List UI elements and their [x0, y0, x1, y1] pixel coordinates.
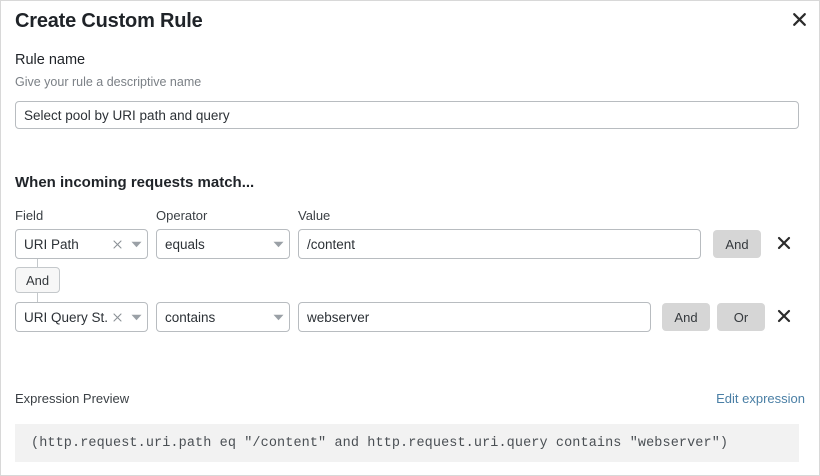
condition-row: URI Query St... contains And Or — [1, 302, 820, 332]
field-select-row-2[interactable]: URI Query St... — [15, 302, 148, 332]
value-input-row-1[interactable] — [298, 229, 701, 259]
close-dialog-button[interactable] — [787, 7, 811, 31]
expression-preview-box: (http.request.uri.path eq "/content" and… — [15, 424, 799, 462]
close-icon — [777, 309, 791, 326]
condition-row: URI Path equals And — [1, 229, 820, 259]
connector-line-top — [37, 259, 38, 268]
chevron-down-icon[interactable] — [125, 314, 147, 321]
column-header-operator: Operator — [156, 208, 208, 223]
expression-preview-label: Expression Preview — [15, 391, 130, 406]
chevron-down-icon[interactable] — [125, 241, 147, 248]
operator-select-value-row-1: equals — [165, 236, 205, 252]
close-icon — [792, 12, 807, 27]
column-header-value: Value — [298, 208, 331, 223]
and-button-row-1[interactable]: And — [713, 230, 761, 258]
dialog-title: Create Custom Rule — [15, 10, 203, 32]
field-select-value-row-1: URI Path — [24, 236, 79, 252]
remove-condition-button-row-1[interactable] — [774, 229, 794, 259]
close-icon — [777, 236, 791, 253]
column-header-field: Field — [15, 208, 44, 223]
clear-icon[interactable] — [109, 312, 125, 322]
remove-condition-button-row-2[interactable] — [774, 302, 794, 332]
operator-select-value-row-2: contains — [165, 309, 216, 325]
rule-name-help-text: Give your rule a descriptive name — [15, 75, 202, 89]
rule-name-input[interactable] — [15, 101, 799, 129]
operator-select-row-1[interactable]: equals — [156, 229, 290, 259]
clear-icon[interactable] — [109, 239, 125, 249]
chevron-down-icon[interactable] — [267, 241, 289, 248]
connector-line-bottom — [37, 293, 38, 303]
edit-expression-link[interactable]: Edit expression — [716, 391, 805, 406]
connector-and-badge[interactable]: And — [15, 267, 61, 293]
or-button-row-2[interactable]: Or — [717, 303, 765, 331]
field-select-value-row-2: URI Query St... — [24, 309, 109, 325]
condition-connector: And — [15, 259, 135, 304]
operator-select-row-2[interactable]: contains — [156, 302, 290, 332]
chevron-down-icon[interactable] — [267, 314, 289, 321]
conditions-section-heading: When incoming requests match... — [15, 174, 255, 191]
value-input-row-2[interactable] — [298, 302, 651, 332]
and-button-row-2[interactable]: And — [662, 303, 710, 331]
expression-preview-code: (http.request.uri.path eq "/content" and… — [31, 435, 729, 451]
field-select-row-1[interactable]: URI Path — [15, 229, 148, 259]
rule-name-label: Rule name — [15, 52, 86, 68]
